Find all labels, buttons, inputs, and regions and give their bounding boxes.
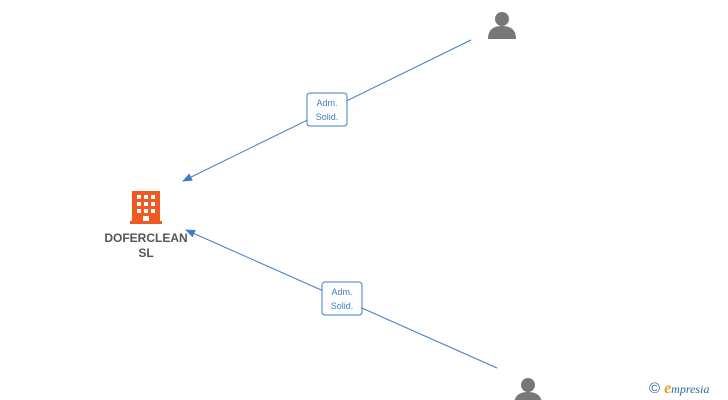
edge-bottom-person-to-company: Adm. Solid.	[185, 229, 498, 369]
edge-label-box	[321, 281, 363, 316]
company-name-line2: SL	[138, 246, 154, 260]
empresia-watermark: © empresia	[649, 380, 709, 398]
building-icon[interactable]	[130, 191, 162, 224]
empresia-logo: empresia	[664, 380, 709, 398]
person-icon[interactable]	[488, 12, 516, 39]
edge-label-role: Adm.	[331, 287, 352, 297]
logo-first-letter: e	[664, 380, 672, 397]
logo-rest: mpresia	[671, 382, 710, 396]
copyright-icon: ©	[649, 380, 661, 397]
edge-label-type: Solid.	[331, 301, 354, 311]
edge-label-role: Adm.	[316, 98, 337, 108]
edge-label-type: Solid.	[316, 112, 339, 122]
edge-top-person-to-company: Adm. Solid.	[182, 39, 472, 182]
edge-label-box	[306, 92, 348, 127]
company-name-label[interactable]: DOFERCLEAN SL	[96, 231, 196, 261]
person-icon[interactable]	[514, 378, 542, 400]
company-name-line1: DOFERCLEAN	[104, 231, 188, 245]
